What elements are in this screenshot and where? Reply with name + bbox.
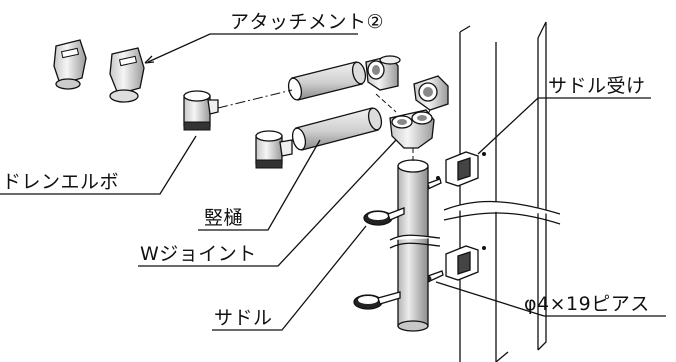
- drain-elbow-upper: [183, 90, 219, 131]
- vertical-pipe: [389, 159, 441, 332]
- drain-elbow-label: ドレンエルボ: [2, 171, 119, 193]
- saddle-holder-label: サドル受け: [548, 75, 646, 97]
- leader-lines: [0, 33, 666, 331]
- saddle-holder-lower: [445, 245, 486, 281]
- saddle-clamp-lower: [353, 291, 401, 310]
- attachment-left: [53, 39, 87, 90]
- attachment-right: [109, 47, 145, 103]
- w-joint-label: Wジョイント: [140, 243, 257, 265]
- elbow-right: [413, 75, 449, 111]
- saddle-holder-upper: [436, 151, 486, 187]
- horizontal-pipe-lower: [291, 107, 383, 151]
- wall-column: [443, 21, 561, 362]
- elbow-upper: [365, 55, 401, 91]
- saddle-clamp-upper: [363, 207, 405, 226]
- horizontal-pipe-upper: [287, 61, 367, 101]
- w-joint: [389, 109, 435, 149]
- screw-label: φ4×19ピアス: [524, 293, 650, 315]
- saddle-label: サドル: [214, 307, 273, 329]
- attachment-label: アタッチメント②: [230, 11, 384, 33]
- downspout-label: 竪樋: [204, 207, 243, 229]
- drain-elbow-lower: [255, 130, 293, 169]
